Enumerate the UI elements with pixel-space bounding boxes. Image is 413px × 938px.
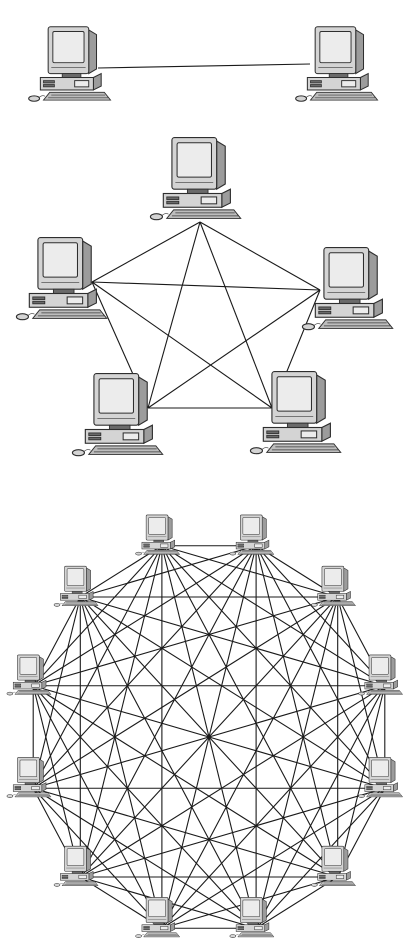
five-node-network-link [91, 221, 201, 283]
two-node-network-link [97, 63, 311, 69]
computer-icon [311, 565, 356, 607]
twelve-node-network-link [32, 685, 257, 929]
twelve-node-network-link [80, 596, 386, 789]
computer-icon [135, 897, 181, 938]
twelve-node-network-link [79, 596, 163, 929]
twelve-node-network-link [79, 545, 257, 878]
twelve-node-network-link [80, 787, 385, 878]
computer-icon [149, 137, 242, 221]
five-node-network-link [199, 221, 321, 291]
five-node-network-link [147, 221, 201, 409]
five-node-network-link [91, 281, 321, 291]
computer-icon [71, 373, 164, 457]
twelve-node-network-link [80, 545, 257, 598]
twelve-node-network-link [33, 596, 338, 687]
computer-icon [229, 514, 275, 556]
twelve-node-network-link [32, 596, 338, 789]
computer-icon [28, 26, 112, 102]
five-node-network-link [91, 281, 273, 409]
computer-icon [311, 845, 356, 887]
computer-icon [15, 237, 108, 321]
twelve-node-network-link [161, 596, 339, 929]
twelve-node-network-link [32, 685, 338, 878]
network-nodes [6, 26, 403, 938]
computer-icon [358, 654, 403, 696]
five-node-network-link [199, 221, 273, 409]
twelve-node-network-link [79, 596, 257, 929]
computer-icon [249, 371, 342, 455]
twelve-node-network-link [32, 685, 81, 878]
twelve-node-network-link [161, 545, 339, 878]
twelve-node-network-link [32, 787, 163, 929]
twelve-node-network-link [32, 685, 163, 929]
twelve-node-network-link [79, 596, 339, 878]
twelve-node-network-link [80, 596, 385, 687]
computer-icon [301, 247, 394, 331]
twelve-node-network-link [80, 685, 386, 878]
computer-icon [229, 897, 275, 938]
twelve-node-network-link [32, 596, 81, 789]
twelve-node-network-link [33, 787, 338, 878]
five-node-network-link [147, 289, 321, 409]
